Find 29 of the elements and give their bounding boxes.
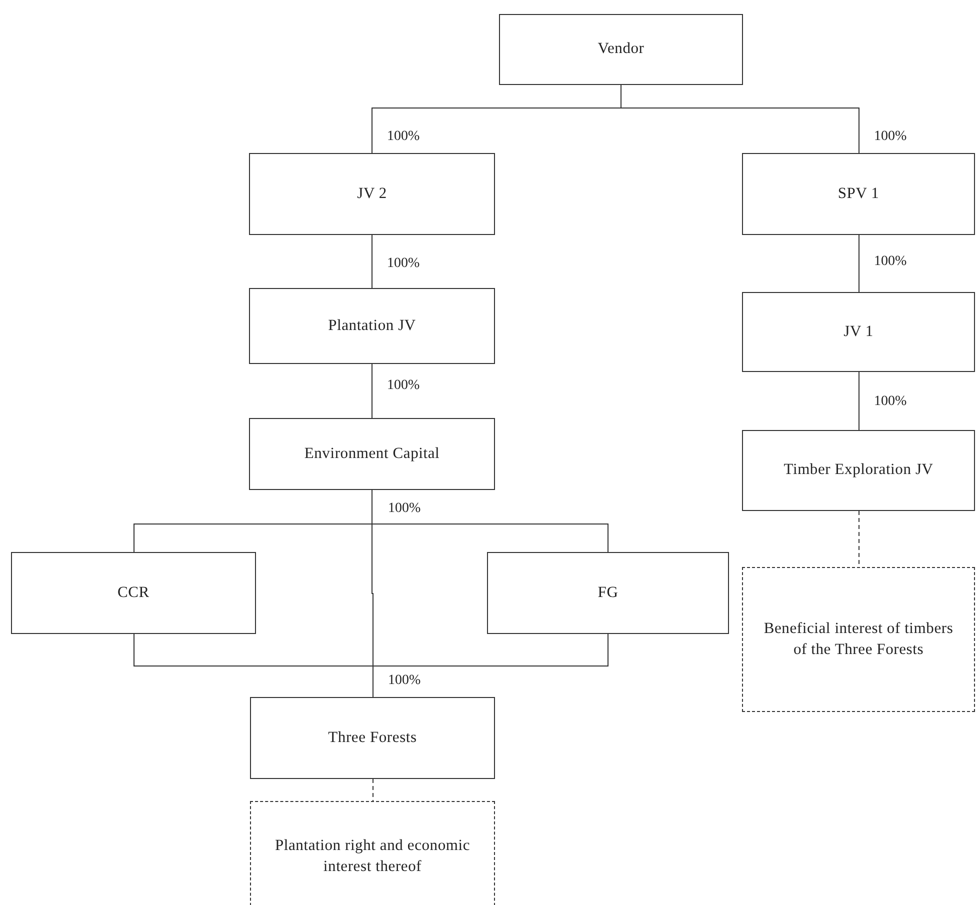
entity-name: Beneficial interest of timbers of the Three Forests bbox=[762, 618, 954, 660]
entity-box bbox=[250, 697, 495, 779]
entity-box bbox=[249, 288, 495, 364]
entity-box bbox=[11, 552, 256, 634]
entity-name: SPV 1 bbox=[838, 184, 880, 204]
ownership-line bbox=[620, 84, 860, 154]
entity-box bbox=[742, 292, 975, 372]
entity-name: Three Forests bbox=[328, 728, 417, 748]
ownership-line bbox=[858, 372, 860, 430]
entity-name: FG bbox=[598, 582, 618, 603]
entity-box bbox=[742, 430, 975, 511]
entity-box bbox=[499, 14, 743, 85]
entity-name: Plantation right and economic interest thereof bbox=[274, 836, 472, 876]
dashed-connector bbox=[372, 778, 374, 802]
note-box bbox=[742, 567, 975, 712]
entity-name: JV 2 bbox=[357, 184, 387, 204]
entity-box bbox=[249, 153, 495, 235]
entity-box bbox=[742, 153, 975, 235]
entity-box bbox=[249, 418, 495, 490]
entity-box bbox=[487, 552, 729, 634]
entity-name: Environment Capital bbox=[304, 444, 440, 464]
entity-name: CCR bbox=[118, 582, 150, 603]
ownership-line bbox=[372, 634, 608, 698]
note-box bbox=[250, 801, 495, 905]
ownership-line bbox=[858, 234, 860, 292]
entity-name: JV 1 bbox=[844, 322, 874, 342]
entity-name: Plantation JV bbox=[328, 316, 416, 336]
entity-name: Timber Exploration JV bbox=[784, 460, 934, 480]
entity-name: Vendor bbox=[598, 39, 644, 60]
